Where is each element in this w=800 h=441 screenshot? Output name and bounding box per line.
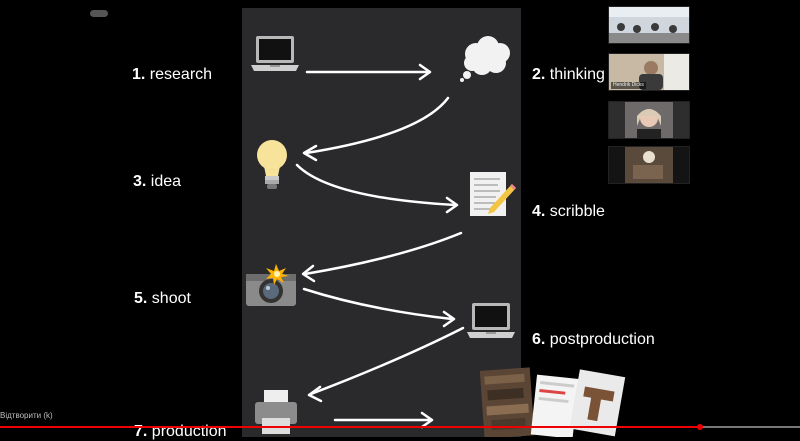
camera-flash-icon <box>246 264 296 306</box>
step-postproduction: 6. postproduction <box>532 331 655 348</box>
lightbulb-icon <box>257 140 287 189</box>
progress-bar[interactable] <box>0 424 800 430</box>
participant-video <box>609 147 689 183</box>
participant-video <box>609 7 689 43</box>
printer-icon <box>255 390 297 434</box>
participant-tile[interactable]: Hendrik Dicks <box>608 53 690 91</box>
participant-name: Hendrik Dicks <box>611 82 646 89</box>
progress-fill <box>0 426 700 428</box>
step-scribble: 4. scribble <box>532 203 605 220</box>
slide-indicator <box>90 10 108 17</box>
step-thinking: 2. thinking <box>532 66 605 83</box>
thought-cloud-icon <box>460 36 510 82</box>
progress-scrubber[interactable] <box>697 424 703 430</box>
slide-left-panel <box>83 8 242 437</box>
participant-tile[interactable] <box>608 146 690 184</box>
step-research: 1. research <box>132 66 213 83</box>
participant-tile[interactable] <box>608 101 690 139</box>
laptop-icon <box>251 36 299 71</box>
participant-tile[interactable] <box>608 6 690 44</box>
laptop-icon <box>467 303 515 338</box>
participant-video <box>609 102 689 138</box>
photo-collage <box>479 367 626 437</box>
restore-tooltip: Відтворити (k) <box>0 411 53 420</box>
step-shoot: 5. shoot <box>134 290 191 307</box>
memo-pencil-icon <box>470 172 516 216</box>
participant-video <box>609 54 689 90</box>
step-idea: 3. idea <box>133 173 182 190</box>
